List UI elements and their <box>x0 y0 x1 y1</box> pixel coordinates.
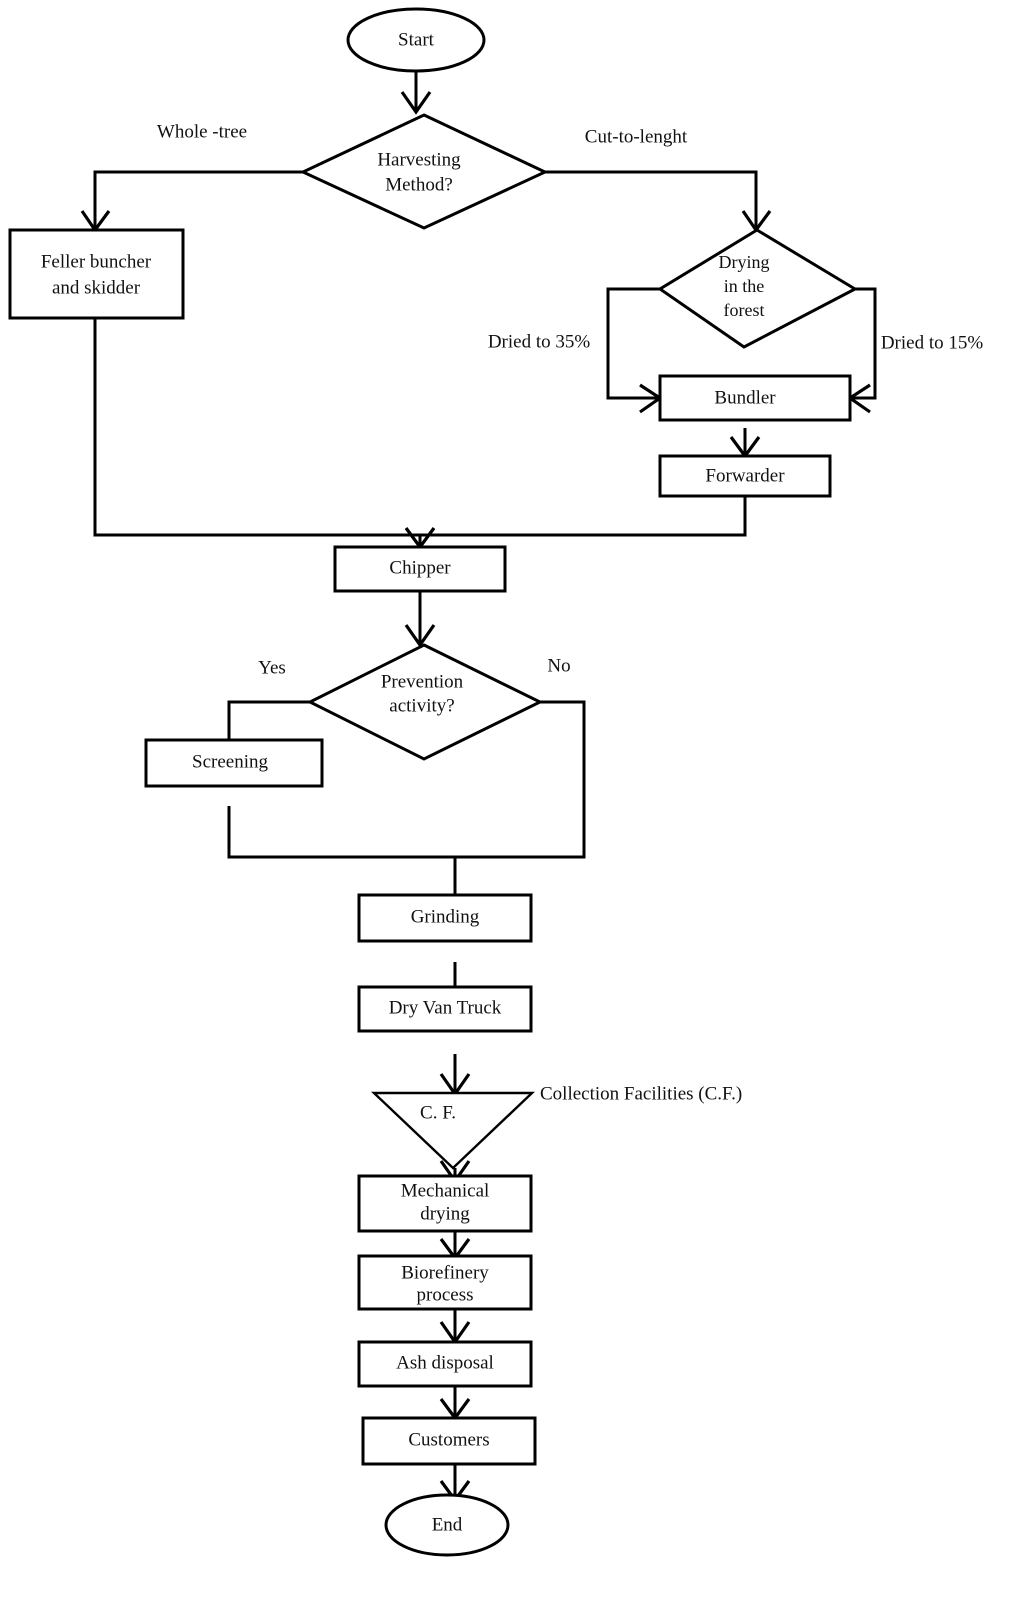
node-ash-disposal[interactable] <box>357 1340 533 1388</box>
node-start[interactable] <box>346 7 486 73</box>
arrowhead-chipper-to-prevention <box>404 624 436 648</box>
edge-label-cut-to-length: Cut-to-lenght <box>585 126 688 147</box>
edge-drying-left-to-bundler <box>606 287 660 400</box>
node-chipper-label: Chipper <box>389 557 451 578</box>
edge-label-yes: Yes <box>258 657 286 678</box>
node-chipper[interactable] <box>333 545 507 593</box>
node-drying-label-line3: forest <box>724 300 765 320</box>
node-feller-buncher-and-skidder[interactable] <box>8 228 185 320</box>
node-end-label: End <box>432 1514 463 1535</box>
annotation-collection-facilities: Collection Facilities (C.F.) <box>540 1083 742 1104</box>
node-grinding[interactable] <box>357 893 533 943</box>
node-prevention-label-line1: Prevention <box>381 671 464 692</box>
node-forwarder[interactable] <box>658 454 832 498</box>
node-drying-label-line2: in the <box>724 276 765 296</box>
node-mechanical-drying[interactable] <box>357 1174 533 1233</box>
edge-label-dried-35: Dried to 35% <box>488 331 591 352</box>
node-biorefinery-label-line1: Biorefinery <box>401 1262 489 1283</box>
node-bundler-label: Bundler <box>714 387 776 408</box>
edge-harvesting-to-feller <box>93 170 303 230</box>
node-collection-facility-label: C. F. <box>420 1102 456 1123</box>
node-harvesting-method-label-line2: Method? <box>385 174 453 195</box>
node-mechanical-drying-label-line1: Mechanical <box>401 1180 490 1201</box>
node-feller-label-line1: Feller buncher <box>41 251 152 272</box>
node-harvesting-method[interactable] <box>299 113 549 230</box>
node-bundler[interactable] <box>658 374 852 422</box>
node-forwarder-label: Forwarder <box>705 465 785 486</box>
node-start-label: Start <box>398 29 435 50</box>
edge-label-dried-15: Dried to 15% <box>881 332 984 353</box>
edge-label-no: No <box>547 655 570 676</box>
node-dry-van-truck-label: Dry Van Truck <box>389 997 502 1018</box>
node-screening-label: Screening <box>192 751 268 772</box>
node-mechanical-drying-label-line2: drying <box>420 1203 470 1224</box>
node-drying-in-the-forest[interactable] <box>657 228 859 349</box>
node-biorefinery-label-line2: process <box>417 1284 474 1305</box>
node-feller-label-line2: and skidder <box>52 277 141 298</box>
node-harvesting-method-label-line1: Harvesting <box>377 149 461 170</box>
node-customers-label: Customers <box>408 1429 489 1450</box>
node-drying-label-line1: Drying <box>719 252 770 272</box>
node-dry-van-truck[interactable] <box>357 985 533 1033</box>
node-prevention-activity[interactable] <box>306 643 544 761</box>
node-collection-facility[interactable] <box>370 1091 536 1170</box>
node-screening[interactable] <box>144 738 324 788</box>
edge-screening-to-merge <box>227 806 455 859</box>
edge-harvesting-to-drying <box>545 170 758 230</box>
edge-label-whole-tree: Whole -tree <box>157 121 247 142</box>
node-biorefinery-process[interactable] <box>357 1254 533 1311</box>
node-customers[interactable] <box>361 1416 537 1466</box>
node-end[interactable] <box>384 1493 510 1557</box>
arrowhead-start-to-harvesting <box>400 91 432 115</box>
edge-forwarder-to-merge <box>420 496 747 537</box>
edge-feller-to-merge <box>93 318 420 537</box>
node-grinding-label: Grinding <box>411 906 480 927</box>
node-prevention-label-line2: activity? <box>389 695 454 716</box>
node-ash-disposal-label: Ash disposal <box>396 1352 494 1373</box>
edge-prevention-no-to-merge <box>455 700 586 859</box>
edge-drying-right-to-bundler <box>850 287 877 400</box>
